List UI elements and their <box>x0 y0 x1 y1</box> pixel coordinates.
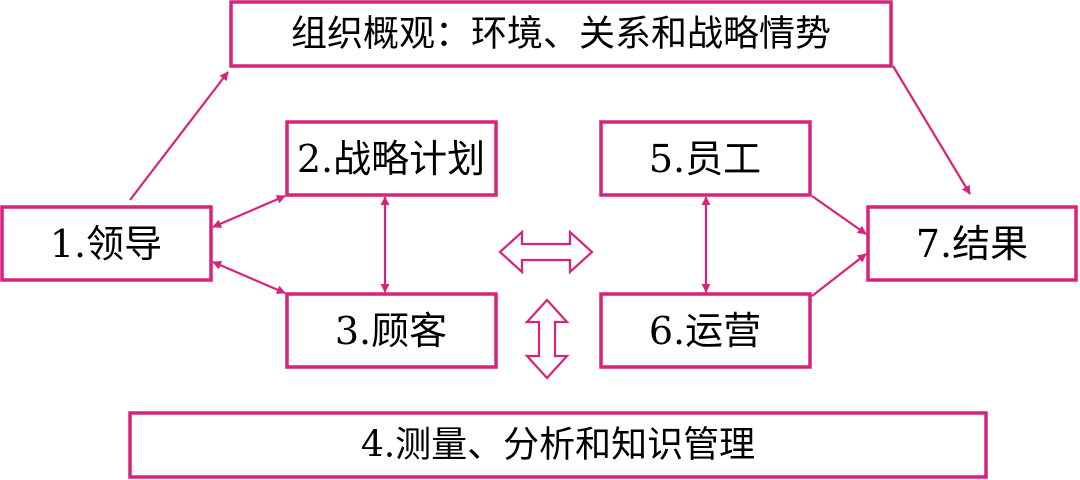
edge-profile-to-results <box>892 65 971 195</box>
node-leadership: 1.领导 <box>0 205 213 282</box>
vertical-double-block-arrow <box>524 298 570 380</box>
node-profile: 组织概观：环境、关系和战略情势 <box>229 0 893 68</box>
node-measurement: 4.测量、分析和知识管理 <box>128 411 988 479</box>
edge-operations-to-results <box>811 253 867 297</box>
node-results-label: 7.结果 <box>916 222 1028 266</box>
node-strategy: 2.战略计划 <box>285 120 498 197</box>
edge-leadership-strategy <box>212 194 286 229</box>
node-results: 7.结果 <box>866 205 1078 282</box>
node-customer-label: 3.顾客 <box>335 309 447 353</box>
edge-workforce-to-results <box>811 195 867 235</box>
node-operations: 6.运营 <box>599 292 812 369</box>
node-workforce: 5.员工 <box>599 120 812 197</box>
edge-leadership-customer <box>212 260 286 295</box>
node-profile-label: 组织概观：环境、关系和战略情势 <box>291 14 831 55</box>
node-leadership-label: 1.领导 <box>50 222 162 266</box>
node-strategy-label: 2.战略计划 <box>297 137 485 181</box>
horizontal-double-block-arrow <box>498 229 594 275</box>
node-customer: 3.顾客 <box>285 292 498 369</box>
node-operations-label: 6.运营 <box>649 309 761 353</box>
node-workforce-label: 5.员工 <box>649 137 761 181</box>
edge-leadership-to-profile <box>129 71 229 201</box>
node-measurement-label: 4.测量、分析和知识管理 <box>361 425 755 466</box>
